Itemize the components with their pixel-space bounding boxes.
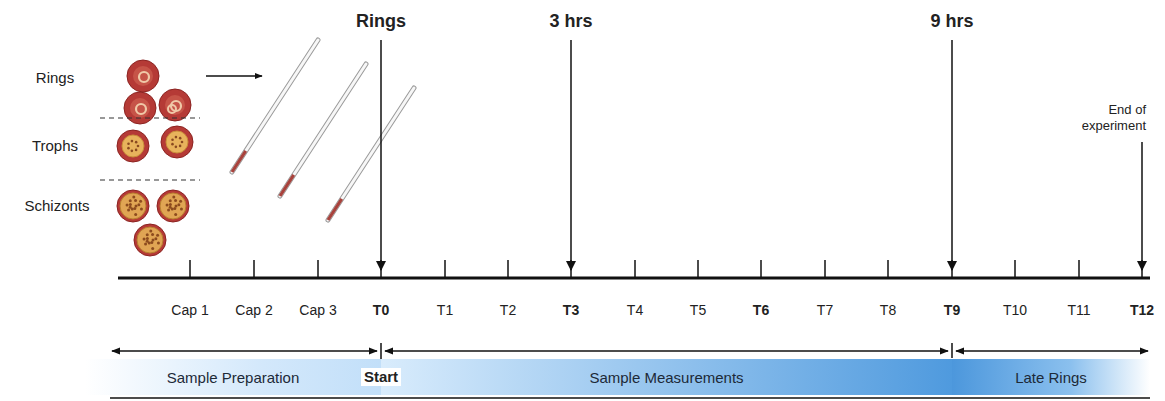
phase-label: Sample Measurements: [589, 369, 743, 386]
milestone-label-text: Rings: [356, 11, 406, 31]
red-blood-cell: [134, 224, 166, 256]
tick-label: T10: [1003, 302, 1027, 319]
stage-label: Rings: [36, 69, 74, 87]
tick-label: T3: [563, 302, 579, 319]
start-label-text: Start: [364, 368, 398, 385]
tick-label-text: T1: [437, 302, 453, 318]
red-blood-cell: [117, 130, 149, 162]
capillary-tube: [280, 64, 366, 196]
tick-label-text: T8: [880, 302, 896, 318]
stage-label: Schizonts: [24, 197, 89, 215]
tick-label: T6: [753, 302, 769, 319]
tick-label-text: T0: [373, 302, 389, 318]
red-blood-cell: [157, 190, 189, 222]
tick-label: T4: [627, 302, 643, 319]
milestone-label-text: 3 hrs: [549, 11, 592, 31]
tick-label-text: T12: [1130, 302, 1154, 318]
tick-label: T11: [1067, 302, 1090, 319]
stage-label: Trophs: [32, 137, 78, 155]
tick-label-text: Cap 3: [299, 302, 336, 318]
tick-label-text: T3: [563, 302, 579, 318]
milestone-label: 9 hrs: [930, 11, 973, 33]
transfer-arrow: [206, 75, 262, 76]
tick-label: T1: [437, 302, 453, 319]
phase-label: Sample Preparation: [167, 369, 300, 386]
milestone-label-text: 9 hrs: [930, 11, 973, 31]
tick-label-text: T9: [944, 302, 960, 318]
phase-band: Sample Preparation: [85, 359, 381, 395]
tick-label: Cap 2: [235, 302, 272, 319]
tick-label-text: T7: [817, 302, 833, 318]
tick-label-text: Cap 2: [235, 302, 272, 318]
milestone-label: Rings: [356, 11, 406, 33]
capillary-tubes: [232, 40, 414, 220]
stage-separators: [100, 118, 200, 180]
tick-label-text: T2: [500, 302, 516, 318]
tick-label-text: T11: [1067, 302, 1090, 318]
red-blood-cell: [161, 126, 193, 158]
tick-label-text: T5: [690, 302, 706, 318]
tick-label: T2: [500, 302, 516, 319]
timeline-ticks: [190, 260, 1142, 278]
capillary-tube: [328, 88, 414, 220]
tick-label: T5: [690, 302, 706, 319]
phase-band: Late Rings: [952, 359, 1150, 395]
tick-label: T8: [880, 302, 896, 319]
capillary-tube: [232, 40, 318, 172]
timeline-axis: [118, 277, 1150, 280]
tick-label: T0: [373, 302, 389, 319]
red-blood-cell: [117, 190, 149, 222]
tick-label: Cap 1: [171, 302, 208, 319]
stage-label-text: Trophs: [32, 137, 78, 154]
start-label: Start: [361, 368, 401, 386]
tick-label-text: Cap 1: [171, 302, 208, 318]
stage-label-text: Rings: [36, 69, 74, 86]
tick-label: T12: [1130, 302, 1154, 319]
tick-label-text: T10: [1003, 302, 1027, 318]
red-blood-cell: [159, 89, 191, 121]
milestone-arrows: [381, 40, 1142, 270]
parasite-cells: [117, 60, 193, 256]
phase-band: Sample Measurements: [381, 359, 952, 395]
end-note: End of experiment: [1072, 102, 1146, 133]
tick-label: T7: [817, 302, 833, 319]
stage-label-text: Schizonts: [24, 197, 89, 214]
end-note-text: End of experiment: [1082, 102, 1146, 133]
phase-label: Late Rings: [1015, 369, 1087, 386]
tick-label-text: T6: [753, 302, 769, 318]
tick-label: T9: [944, 302, 960, 319]
red-blood-cell: [124, 92, 156, 124]
milestone-label: 3 hrs: [549, 11, 592, 33]
red-blood-cell: [127, 60, 159, 92]
tick-label-text: T4: [627, 302, 643, 318]
tick-label: Cap 3: [299, 302, 336, 319]
